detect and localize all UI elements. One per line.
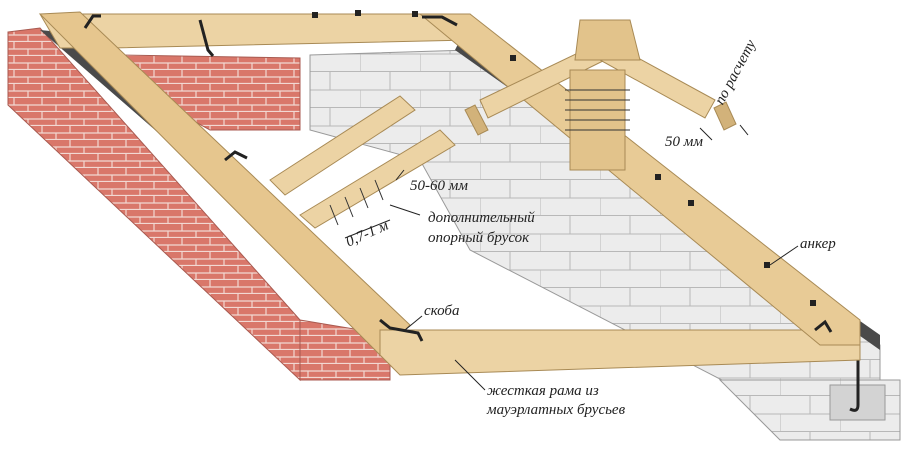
support-bar-label-line1: дополнительный (428, 210, 535, 226)
anchor-bolt-icon (849, 345, 860, 412)
anchor-label: анкер (800, 236, 836, 252)
staples (83, 14, 833, 342)
anchor-nuts (312, 10, 816, 306)
nails (329, 89, 630, 226)
rafters (269, 19, 737, 229)
rafter-thickness-label: 50 мм (665, 134, 703, 150)
leader-lines (344, 124, 799, 391)
bar-height-label: 50-60 мм (410, 178, 468, 194)
support-bar-label-line2: опорный брусок (428, 230, 530, 246)
staple-label: скоба (424, 303, 460, 319)
frame-label-line2: мауэрлатных брусьев (487, 402, 626, 418)
frame-label-line1: жесткая рама из (487, 383, 599, 399)
